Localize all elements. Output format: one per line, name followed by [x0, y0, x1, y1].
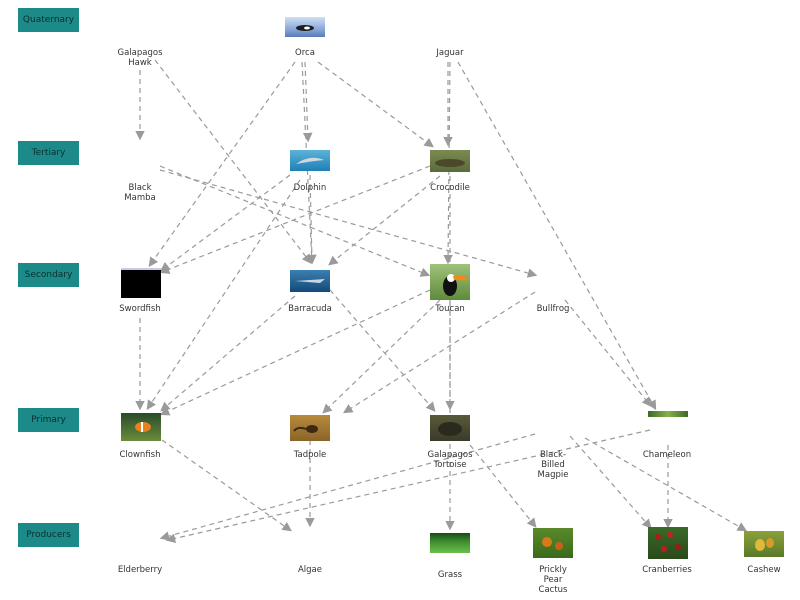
edge-crocodile-swordfish	[159, 165, 431, 274]
edge-bullfrog-chameleon	[564, 299, 652, 407]
crocodile-image	[430, 150, 470, 172]
node-toucan: Toucan	[435, 304, 465, 314]
edge-mamba-bullfrog	[159, 169, 538, 278]
edge-clownfish-algae	[161, 439, 292, 532]
edge-orca-swordfish	[148, 61, 296, 267]
edge-toucan-tadpole	[322, 299, 441, 414]
edge-barracuda-clownfish	[160, 295, 296, 412]
edge-hawk-barracuda	[154, 59, 312, 264]
node-grass: Grass	[437, 570, 463, 580]
prickly-pear-cactus-image	[533, 528, 573, 558]
edge-dolphin-barracuda	[307, 174, 317, 265]
node-chameleon: Chameleon	[642, 450, 692, 460]
node-swordfish: Swordfish	[119, 304, 161, 314]
barracuda-image	[290, 270, 330, 292]
level-primary: Primary	[18, 408, 79, 432]
node-elderberry: Elderberry	[117, 565, 163, 575]
chameleon-image	[648, 411, 688, 417]
node-cranberries: Cranberries	[642, 565, 692, 575]
edge-magpie-cashew	[584, 437, 748, 532]
edge-chameleon-elderberry	[165, 429, 651, 544]
node-galapagos-tortoise: Galapagos Tortoise	[427, 450, 473, 470]
cranberries-image	[648, 527, 688, 559]
cashew-image	[744, 531, 784, 557]
node-black-mamba: Black Mamba	[124, 183, 156, 203]
node-algae: Algae	[297, 565, 322, 575]
node-orca: Orca	[295, 48, 315, 58]
level-secondary: Secondary	[18, 263, 79, 287]
tadpole-image	[290, 415, 330, 441]
node-galapagos-hawk: Galapagos Hawk	[117, 48, 163, 68]
node-tadpole: Tadpole	[293, 450, 327, 460]
edge-orca-crocodile	[317, 61, 434, 148]
edge-orca-dolphin	[302, 61, 313, 143]
edge-magpie-elderberry	[159, 433, 536, 541]
node-bullfrog: Bullfrog	[536, 304, 570, 314]
edge-magpie-cranberries	[569, 435, 652, 529]
node-clownfish: Clownfish	[119, 450, 161, 460]
node-jaguar: Jaguar	[436, 48, 464, 58]
toucan-image	[430, 264, 470, 300]
dolphin-image	[290, 150, 330, 171]
level-quaternary: Quaternary	[18, 8, 79, 32]
level-producers: Producers	[18, 523, 79, 547]
node-barracuda: Barracuda	[288, 304, 332, 314]
node-prickly-pear-cactus: Prickly Pear Cactus	[538, 565, 568, 595]
clownfish-image	[121, 413, 161, 441]
edge-crocodile-barracuda	[328, 175, 441, 266]
node-crocodile: Crocodile	[430, 183, 470, 193]
node-black-billed-magpie: Black- Billed Magpie	[537, 450, 569, 480]
edge-jaguar-chameleon	[457, 61, 657, 411]
orca-image	[285, 17, 325, 37]
grass-image	[430, 533, 470, 553]
level-tertiary: Tertiary	[18, 141, 79, 165]
node-cashew: Cashew	[747, 565, 781, 575]
edge-bullfrog-tadpole	[342, 291, 536, 414]
swordfish-image	[121, 268, 161, 298]
edge-toucan-clownfish	[159, 289, 431, 416]
node-dolphin: Dolphin	[293, 183, 327, 193]
galapagos-tortoise-image	[430, 415, 470, 441]
edge-dolphin-clownfish	[146, 179, 301, 410]
edge-mamba-toucan	[159, 165, 431, 277]
